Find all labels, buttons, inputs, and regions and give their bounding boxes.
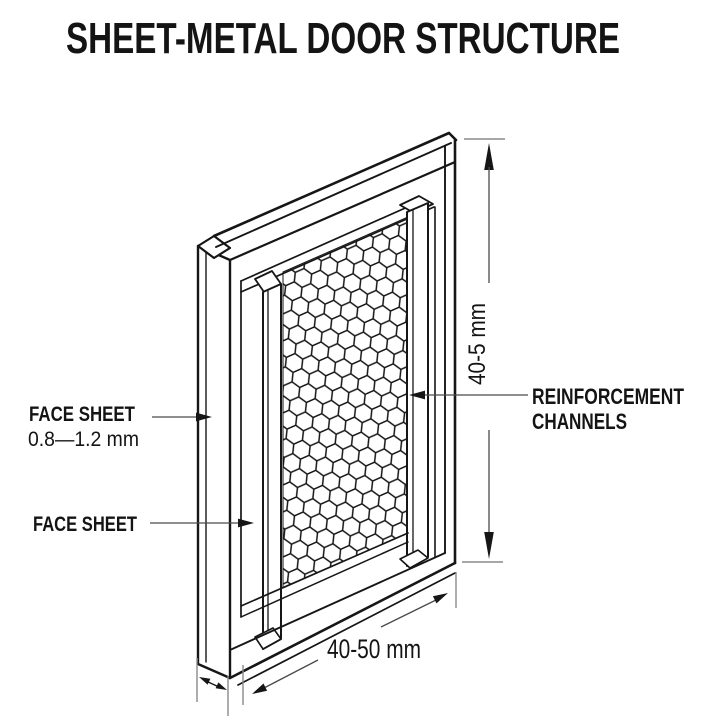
arrow-right-icon [196,412,212,422]
arrow-up-right-icon [215,682,227,690]
bottom-rail-lip-line-2 [240,541,409,618]
page-title: SHEET-METAL DOOR STRUCTURE [66,14,620,63]
arrow-up-icon [484,143,494,170]
face-sheet-thickness-label: 0.8—1.2 mm [28,428,139,451]
bottom-rail-outer-edge [228,561,457,680]
right-channel-body [406,202,429,567]
top-rail-lip-line-1 [240,200,422,282]
arrow-up-right-icon [432,593,448,604]
top-rail-back-edge [228,160,457,262]
width-dim-line-right [380,599,437,628]
arrow-left-icon [409,390,425,400]
face-sheet-top-label: FACE SHEET [29,403,135,426]
top-rail-outer-edge [212,131,458,238]
left-channel-body [262,283,282,650]
width-dimension-label: 40-50 mm [327,634,421,664]
right-channel-bottom-cap [399,549,429,569]
reinforcement-label-line2: CHANNELS [532,409,627,434]
bottom-rail-inner-edge [229,552,446,651]
height-dimension-label: 40-5 mm [464,303,491,385]
door-drawing [196,131,458,686]
left-stile-top-facet [196,234,232,260]
reinforcement-label-line1: REINFORCEMENT [532,384,684,409]
arrow-down-left-icon [199,677,211,685]
width-dim-line-left [263,659,319,689]
honeycomb-core [282,216,409,589]
left-stile-side-face [196,244,232,680]
annotations: 40-5 mm FACE SHEET 0.8—1.2 mm FACE SHEET… [28,138,684,716]
left-channel-bottom-cap [254,627,282,650]
face-sheet-bottom-label: FACE SHEET [33,513,137,536]
arrow-down-left-icon [252,683,268,694]
top-rail-sheet-edge [215,142,452,248]
bottom-rail-under-edge [237,572,456,686]
arrow-down-icon [484,532,494,559]
arrow-right-icon [238,518,254,528]
bottom-rail-lip-line-1 [240,532,409,607]
